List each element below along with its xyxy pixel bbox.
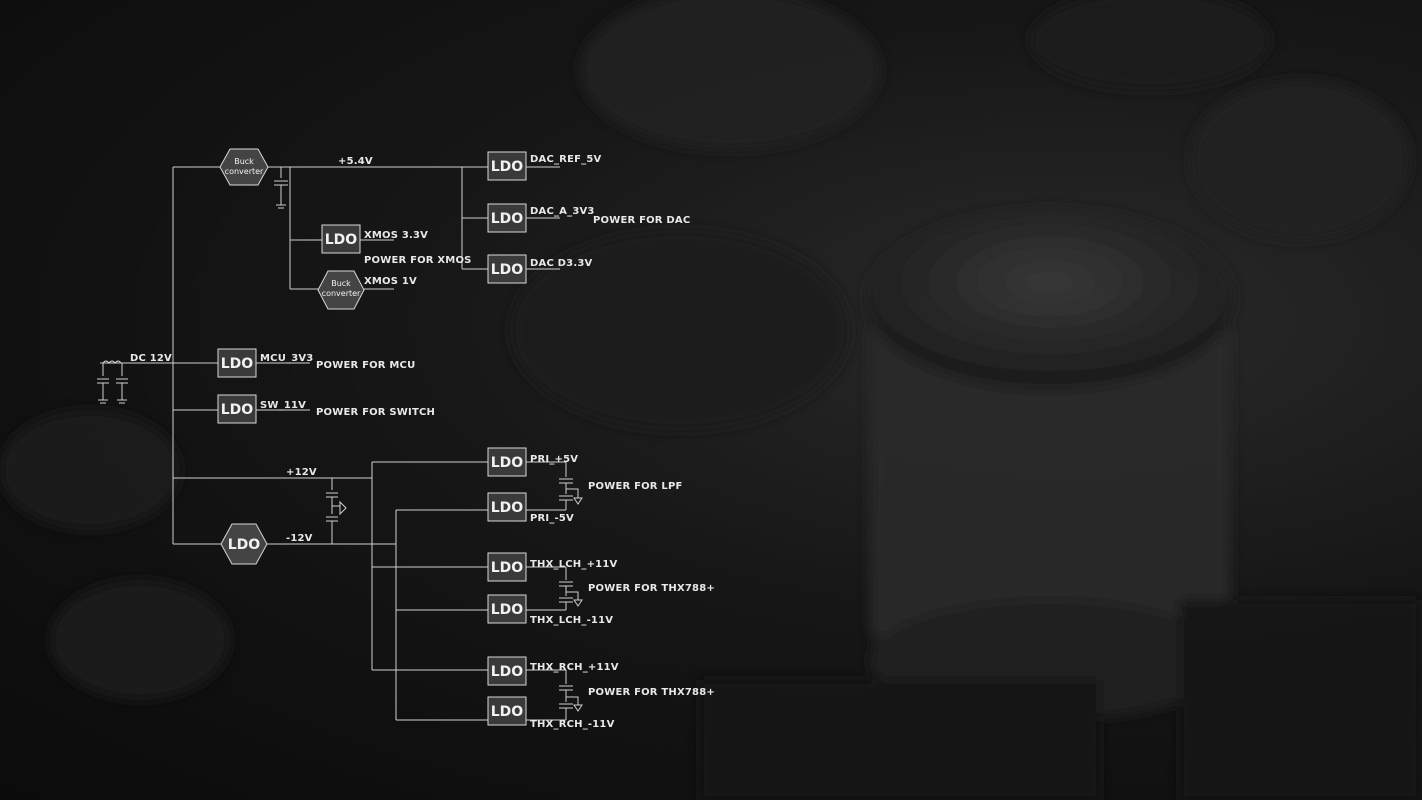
input-capacitor-1 [97,363,109,404]
label-thx-lch-minus: THX_LCH_-11V [530,615,613,626]
rail-capacitors [326,478,347,544]
label-power-switch: POWER FOR SWITCH [316,407,435,418]
svg-text:LDO: LDO [228,537,261,553]
svg-text:LDO: LDO [491,262,524,278]
buck-converter-xmos: Buck converter [317,270,365,310]
svg-text:LDO: LDO [221,402,254,418]
ldo-dac-ref: LDO [487,151,527,181]
ldo-mcu: LDO [217,348,257,378]
label-dac-d: DAC D3.3V [530,258,592,269]
label-sw: SW_11V [260,400,306,411]
svg-text:LDO: LDO [221,356,254,372]
label-power-lpf: POWER FOR LPF [588,481,683,492]
label-pri-minus5: PRI_-5V [530,513,574,524]
buck-converter-top: Buck converter [219,148,269,186]
label-power-thx-2: POWER FOR THX788+ [588,687,715,698]
thx-lch-output-caps [526,566,583,611]
ldo-thx-rch-minus: LDO [487,696,527,726]
svg-text:LDO: LDO [491,704,524,720]
label-dac-ref: DAC_REF_5V [530,154,601,165]
svg-text:LDO: LDO [325,232,358,248]
ldo-switch: LDO [217,394,257,424]
label-xmos-33: XMOS 3.3V [364,230,428,241]
label-plus-5v4: +5.4V [338,156,373,167]
svg-text:LDO: LDO [491,560,524,576]
labels: +5.4V DAC_REF_5V DAC_A_3V3 POWER FOR DAC… [130,154,715,730]
wires [97,166,583,721]
label-dac-a: DAC_A_3V3 [530,206,595,217]
svg-text:Buck: Buck [331,279,351,288]
svg-text:LDO: LDO [491,211,524,227]
ldo-thx-lch-plus: LDO [487,552,527,582]
input-inductor [102,360,122,364]
ldo-dac-d: LDO [487,254,527,284]
label-pri-plus5: PRI_+5V [530,454,578,465]
svg-text:LDO: LDO [491,159,524,175]
label-thx-lch-plus: THX_LCH_+11V [530,559,617,570]
ldo-thx-rch-plus: LDO [487,656,527,686]
svg-text:LDO: LDO [491,602,524,618]
ldo-pri-plus5: LDO [487,447,527,477]
ldo-xmos: LDO [321,224,361,254]
svg-text:Buck: Buck [234,157,254,166]
svg-text:LDO: LDO [491,500,524,516]
label-power-thx-1: POWER FOR THX788+ [588,583,715,594]
label-thx-rch-plus: THX_RCH_+11V [530,662,619,673]
label-power-mcu: POWER FOR MCU [316,360,415,371]
ldo-minus12-hex: LDO [220,523,268,565]
input-capacitor-2 [116,363,128,404]
label-power-xmos: POWER FOR XMOS [364,255,472,266]
svg-text:LDO: LDO [491,664,524,680]
label-power-dac: POWER FOR DAC [593,215,690,226]
svg-text:converter: converter [322,289,361,298]
lpf-output-caps [526,461,583,511]
svg-text:converter: converter [225,167,264,176]
label-mcu: MCU_3V3 [260,353,313,364]
svg-text:LDO: LDO [491,455,524,471]
thx-rch-output-caps [526,669,583,721]
ldo-pri-minus5: LDO [487,492,527,522]
ldo-dac-a: LDO [487,203,527,233]
label-thx-rch-minus: THX_RCH_-11V [530,719,615,730]
label-plus-12v: +12V [286,467,317,478]
label-minus-12v: -12V [286,533,313,544]
ldo-thx-lch-minus: LDO [487,594,527,624]
label-xmos-1v: XMOS 1V [364,276,417,287]
filter-capacitor [274,167,288,209]
label-dc-12v: DC 12V [130,353,172,364]
